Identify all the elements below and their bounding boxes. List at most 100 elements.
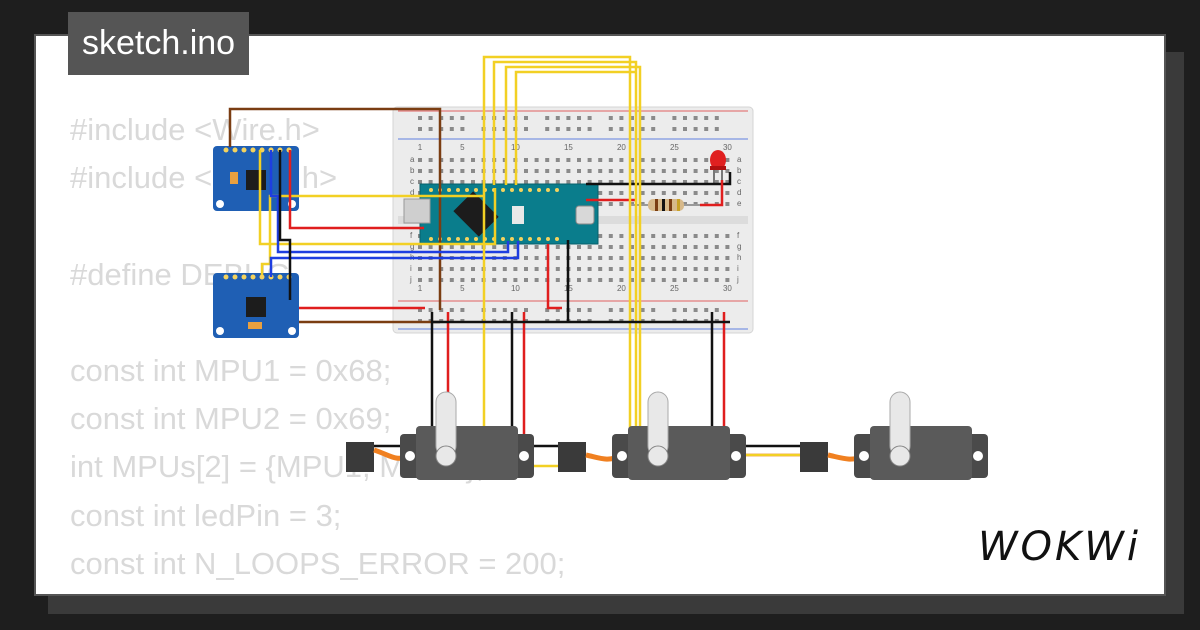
breadboard-hole	[661, 234, 666, 238]
breadboard-hole	[460, 169, 465, 173]
breadboard-hole	[492, 308, 497, 312]
breadboard-hole	[524, 278, 528, 282]
breadboard-hole	[449, 127, 454, 131]
breadboard-hole	[714, 127, 719, 131]
row-letter: c	[737, 177, 741, 186]
breadboard-hole	[555, 127, 560, 131]
breadboard-hole	[619, 202, 624, 206]
breadboard-hole	[693, 245, 698, 249]
breadboard-hole	[566, 169, 571, 173]
breadboard-hole	[725, 191, 730, 195]
row-letter: g	[410, 242, 414, 251]
row-letter: b	[737, 166, 742, 175]
breadboard-hole	[725, 267, 730, 271]
column-number: 1	[418, 284, 423, 293]
breadboard-hole	[418, 127, 422, 131]
breadboard-hole	[598, 267, 603, 271]
breadboard-hole	[608, 278, 613, 282]
breadboard-hole	[587, 116, 592, 120]
resistor	[630, 199, 700, 211]
row-letter: h	[737, 253, 741, 262]
breadboard-hole	[714, 256, 719, 260]
breadboard-hole	[428, 278, 433, 282]
row-letter: j	[736, 275, 739, 284]
breadboard-hole	[545, 308, 550, 312]
breadboard-hole	[524, 245, 528, 249]
breadboard-hole	[661, 245, 666, 249]
breadboard-hole	[714, 308, 719, 312]
breadboard-hole	[693, 278, 698, 282]
breadboard-hole	[555, 116, 560, 120]
breadboard-hole	[534, 158, 539, 162]
breadboard-hole	[524, 127, 528, 131]
breadboard-hole	[513, 308, 518, 312]
row-letter: j	[409, 275, 412, 284]
breadboard-hole	[587, 256, 592, 260]
breadboard-hole	[630, 245, 634, 249]
breadboard-hole	[577, 180, 581, 184]
breadboard-hole	[714, 180, 719, 184]
code-line: const int MPU2 = 0x69;	[70, 401, 392, 437]
breadboard-hole	[418, 308, 422, 312]
breadboard-hole	[714, 169, 719, 173]
breadboard-hole	[471, 158, 475, 162]
breadboard-hole	[651, 308, 656, 312]
breadboard-hole	[471, 180, 475, 184]
breadboard-hole	[534, 267, 539, 271]
breadboard-hole	[672, 278, 677, 282]
row-letter: d	[737, 188, 741, 197]
breadboard-hole	[524, 308, 528, 312]
breadboard-hole	[460, 158, 465, 162]
breadboard-hole	[693, 180, 698, 184]
breadboard-hole	[672, 158, 677, 162]
breadboard-hole	[492, 245, 497, 249]
breadboard-hole	[714, 191, 719, 195]
breadboard-hole	[683, 127, 687, 131]
row-letter: f	[410, 231, 413, 240]
breadboard-hole	[608, 127, 613, 131]
breadboard-hole	[587, 127, 592, 131]
breadboard-hole	[725, 245, 730, 249]
breadboard-hole	[725, 180, 730, 184]
breadboard-hole	[608, 158, 613, 162]
breadboard-hole	[630, 191, 634, 195]
breadboard-hole	[534, 278, 539, 282]
column-number: 25	[670, 284, 679, 293]
breadboard-hole	[661, 158, 666, 162]
breadboard-hole	[598, 202, 603, 206]
breadboard-hole	[449, 245, 454, 249]
breadboard-hole	[683, 308, 687, 312]
breadboard-hole	[534, 169, 539, 173]
breadboard-hole	[418, 158, 422, 162]
breadboard-hole	[608, 267, 613, 271]
breadboard-hole	[704, 158, 709, 162]
column-number: 5	[460, 143, 465, 152]
breadboard-hole	[428, 308, 433, 312]
breadboard-hole	[534, 180, 539, 184]
breadboard-hole	[725, 169, 730, 173]
row-letter: i	[737, 264, 739, 273]
column-number: 10	[511, 284, 520, 293]
wokwi-logo: WOKWi	[978, 524, 1141, 570]
column-number: 30	[723, 284, 732, 293]
column-number: 15	[564, 143, 573, 152]
breadboard-hole	[460, 180, 465, 184]
breadboard-hole	[566, 180, 571, 184]
breadboard-hole	[449, 116, 454, 120]
code-line: const int ledPin = 3;	[70, 497, 342, 533]
breadboard-hole	[502, 308, 507, 312]
breadboard-hole	[651, 234, 656, 238]
row-letter: d	[410, 188, 414, 197]
breadboard-hole	[555, 256, 560, 260]
breadboard-hole	[651, 116, 656, 120]
breadboard-hole	[630, 308, 634, 312]
breadboard-hole	[683, 278, 687, 282]
breadboard-hole	[460, 308, 465, 312]
servo-connector-1	[346, 442, 374, 472]
breadboard-hole	[619, 158, 624, 162]
breadboard-hole	[566, 127, 571, 131]
column-number: 20	[617, 143, 626, 152]
breadboard-hole	[534, 245, 539, 249]
breadboard-hole	[471, 245, 475, 249]
breadboard-hole	[524, 256, 528, 260]
